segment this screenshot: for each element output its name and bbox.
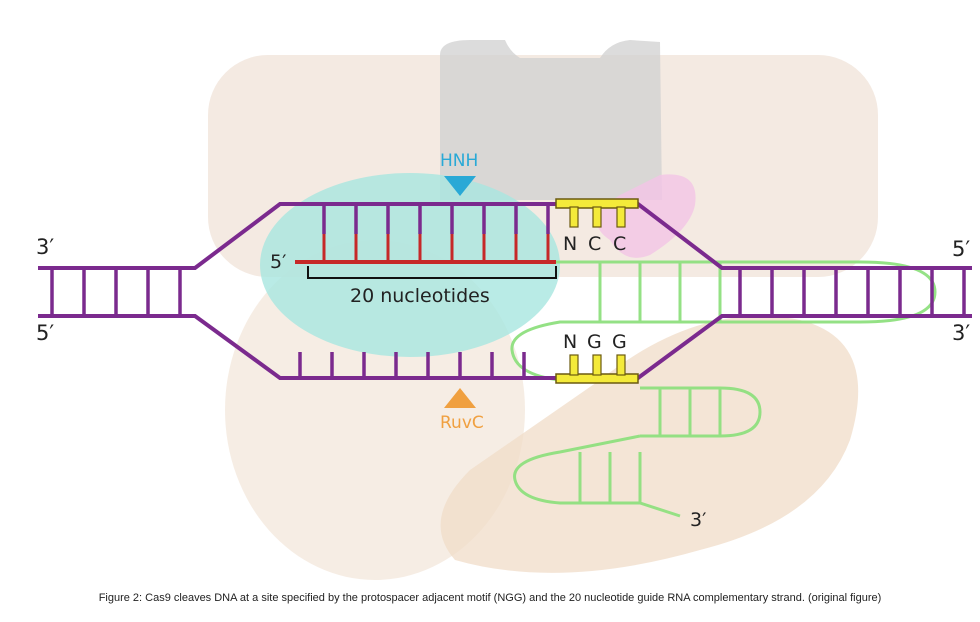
grey-domain (440, 40, 662, 200)
dna-top-strand (38, 202, 972, 270)
figure-caption: Figure 2: Cas9 cleaves DNA at a site spe… (98, 592, 882, 604)
lower-lobe-right (440, 316, 859, 573)
left-bottom-end-label: 5′ (36, 321, 54, 345)
pam-top-rung (569, 206, 579, 228)
left-top-end-label: 3′ (36, 235, 54, 259)
hnh-label: HNH (440, 151, 478, 171)
nucleotides-label: 20 nucleotides (350, 285, 490, 307)
guide-five-prime-label: 5′ (270, 251, 286, 273)
pam-bottom-rung (592, 354, 602, 376)
rna-lower-hairpin (640, 386, 762, 438)
rna-three-prime-label: 3′ (690, 509, 706, 531)
pam-bottom-g1: G (587, 331, 602, 353)
right-top-end-label: 5′ (952, 237, 970, 261)
rna-upper-loop (555, 260, 937, 324)
dna-duplex (38, 202, 972, 380)
hnh-cleavage-arrow (444, 176, 476, 196)
rna-rungs (578, 262, 722, 503)
pam-top-rung (616, 206, 626, 228)
pam-top-n: N (563, 233, 577, 255)
right-bottom-end-label: 3′ (952, 321, 970, 345)
pam-top-c2: C (613, 233, 626, 255)
rna-bottom-loop (513, 434, 681, 518)
pam-bottom-g2: G (612, 331, 627, 353)
dna-rungs (50, 204, 966, 378)
pam-bottom-rung (616, 354, 626, 376)
guide-strand (295, 234, 556, 264)
ruvc-label: RuvC (440, 413, 484, 433)
rna-middle-loop (510, 320, 640, 382)
pam-top-c1: C (588, 233, 601, 255)
pam-top (555, 198, 639, 228)
nucleotide-bracket (307, 266, 557, 279)
protein-domains (208, 40, 878, 580)
guide-rungs (322, 234, 550, 262)
ruvc-cleavage-arrow (444, 388, 476, 408)
pam-bottom (555, 354, 639, 384)
pam-top-rung (592, 206, 602, 228)
pam-bottom-n: N (563, 331, 577, 353)
cyan-domain (260, 173, 560, 357)
pam-bottom-rung (569, 354, 579, 376)
pink-domain (597, 174, 696, 258)
guide-rna-scaffold (510, 260, 937, 518)
